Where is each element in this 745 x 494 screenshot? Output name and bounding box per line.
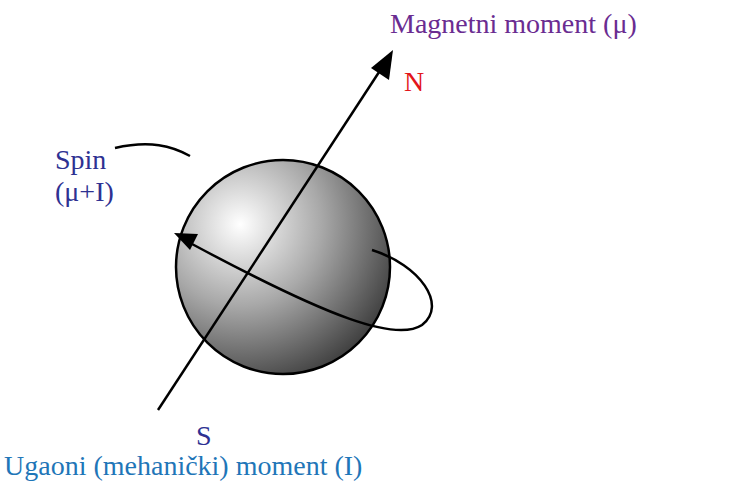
orbit-arrowhead bbox=[174, 233, 198, 250]
pole-label: N bbox=[404, 66, 424, 98]
orbit-front bbox=[192, 244, 432, 330]
axis-arrowhead bbox=[371, 50, 393, 80]
pole-label: S bbox=[196, 420, 212, 452]
axis-title: Ugaoni (mehanički) moment (I) bbox=[4, 450, 362, 482]
sphere bbox=[176, 160, 390, 374]
spin-label: Spin (μ+I) bbox=[55, 144, 135, 208]
orbit-back bbox=[115, 144, 190, 156]
axis-line bbox=[158, 66, 383, 410]
axis-title: Magnetni moment (μ) bbox=[390, 8, 637, 40]
